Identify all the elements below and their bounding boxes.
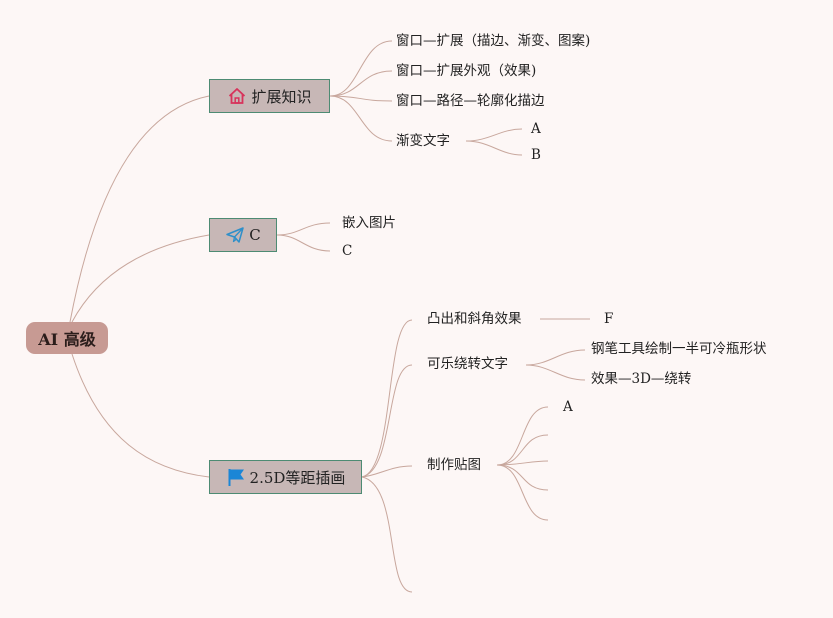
grandchild-label[interactable]: 钢笔工具绘制一半可冷瓶形状 <box>591 341 767 357</box>
child-label[interactable]: C <box>342 243 353 259</box>
child-label[interactable]: 凸出和斜角效果 <box>427 311 522 327</box>
branch-label: 扩展知识 <box>251 87 312 106</box>
child-label[interactable]: 窗口—扩展（描边、渐变、图案) <box>396 33 591 49</box>
child-label[interactable]: 渐变文字 <box>396 133 450 149</box>
child-label[interactable]: 嵌入图片 <box>342 215 396 231</box>
grandchild-label[interactable]: A <box>563 399 573 415</box>
root-node[interactable]: AI 高级 <box>26 322 108 354</box>
child-label[interactable]: 可乐绕转文字 <box>427 356 508 372</box>
child-label[interactable]: 窗口—路径—轮廓化描边 <box>396 93 545 109</box>
grandchild-label[interactable]: A <box>531 121 541 137</box>
branch-label: 2.5D等距插画 <box>249 468 346 487</box>
grandchild-label[interactable]: 效果—3D—绕转 <box>591 371 692 387</box>
branch-label: C <box>249 226 261 244</box>
house-icon <box>229 88 246 104</box>
branch-isometric-illustration[interactable]: 2.5D等距插画 <box>209 460 362 494</box>
flag-icon <box>228 469 244 486</box>
grandchild-label[interactable]: F <box>604 311 614 327</box>
child-label[interactable]: 制作贴图 <box>427 457 481 473</box>
branch-expand-knowledge[interactable]: 扩展知识 <box>209 79 330 113</box>
paper-plane-icon <box>226 227 244 243</box>
root-label: AI 高级 <box>38 330 96 349</box>
child-label[interactable]: 窗口—扩展外观（效果) <box>396 63 537 79</box>
grandchild-label[interactable]: B <box>531 147 541 163</box>
branch-c[interactable]: C <box>209 218 277 252</box>
